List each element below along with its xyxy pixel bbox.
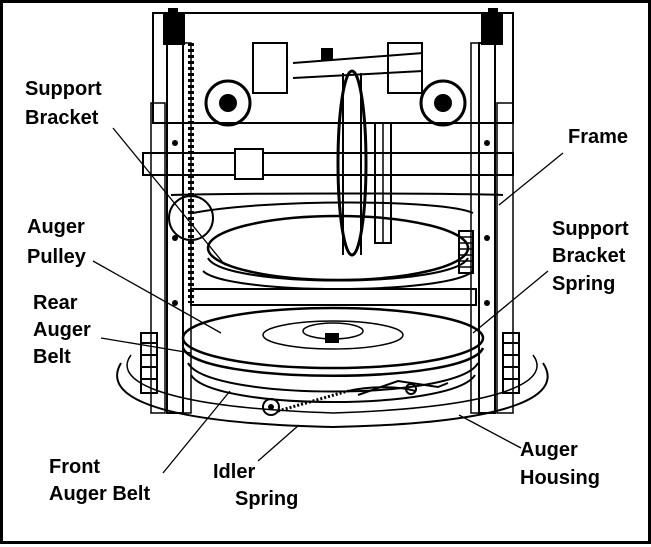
leader-front-auger-belt <box>162 390 231 474</box>
label-frame: Frame <box>568 126 628 148</box>
leader-frame <box>498 152 564 206</box>
label-support-bracket: Support Bracket <box>25 78 107 129</box>
lower-cross-member <box>190 288 477 306</box>
label-support-bracket-spring: Support Bracket Spring <box>552 218 634 295</box>
support-bracket-disc <box>202 214 474 290</box>
auger-assembly-diagram: Support Bracket Frame Auger Pulley Suppo… <box>25 8 634 510</box>
idler-spring-drawing <box>262 379 449 416</box>
frame-bolts <box>172 140 490 306</box>
leader-support-bracket-spring <box>472 270 549 334</box>
frame-cross-bar <box>142 148 514 214</box>
support-bracket-spring-drawing <box>458 230 474 274</box>
leader-lines <box>92 127 564 474</box>
label-rear-auger-belt: Rear Auger Belt <box>33 292 96 368</box>
auger-pulley-drawing <box>181 306 485 403</box>
side-frames <box>140 42 520 414</box>
label-auger-pulley: Auger Pulley <box>27 216 90 268</box>
label-idler-spring: Idler Spring <box>213 461 298 510</box>
leader-auger-pulley <box>92 260 222 334</box>
label-auger-housing: Auger Housing <box>520 439 600 489</box>
label-front-auger-belt: Front Auger Belt <box>49 456 150 505</box>
center-shaft-drawing <box>336 69 392 257</box>
leader-support-bracket <box>112 127 226 266</box>
leader-auger-housing <box>458 414 522 449</box>
auger-housing-drawing <box>116 354 549 429</box>
leader-idler-spring <box>257 424 300 462</box>
leader-rear-auger-belt <box>100 337 192 354</box>
